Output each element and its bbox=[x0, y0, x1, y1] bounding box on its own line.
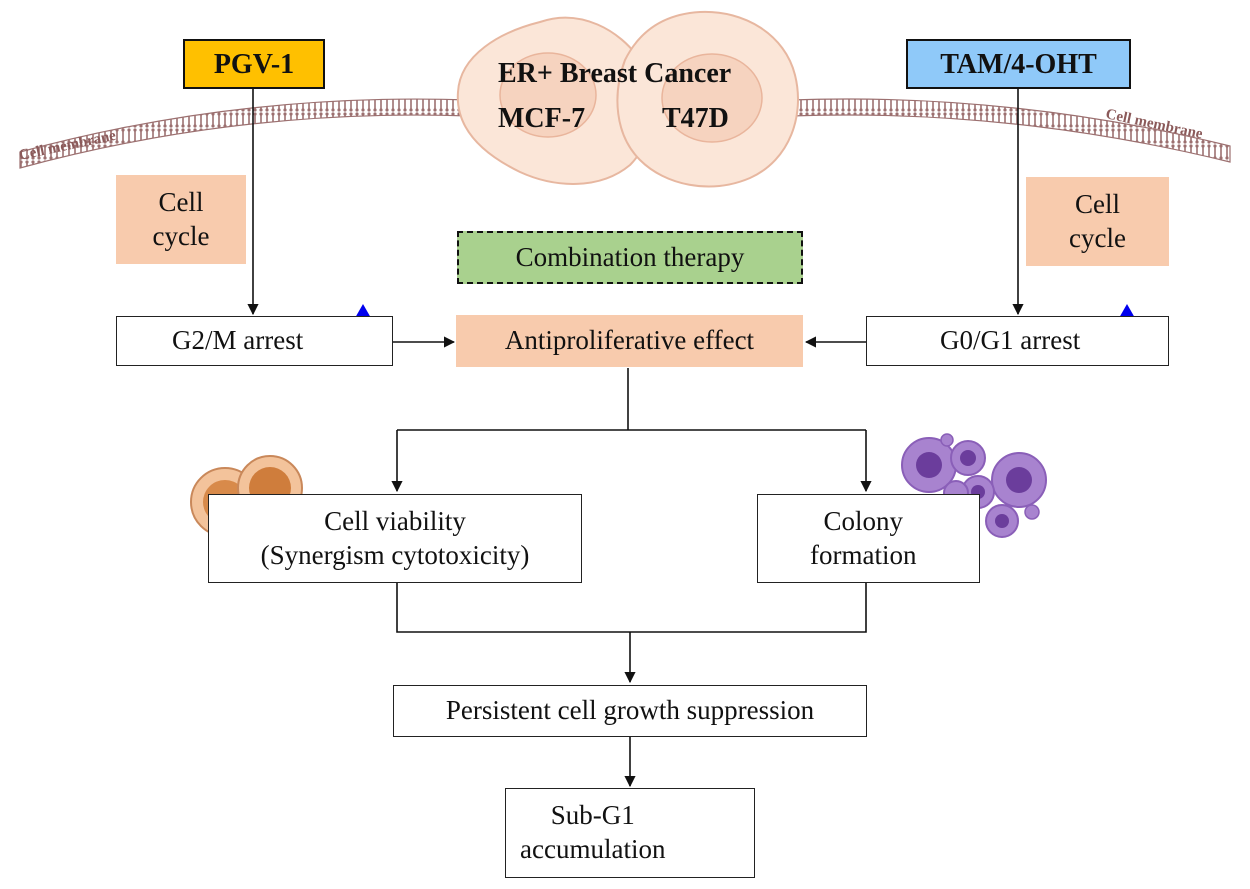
cell-line-t47d: T47D bbox=[662, 103, 729, 134]
cell-cycle-right: Cell cycle bbox=[1026, 177, 1169, 266]
tam-label: TAM/4-OHT bbox=[940, 48, 1097, 80]
cancer-title: ER+ Breast Cancer bbox=[498, 58, 732, 89]
g2m-arrest-box: G2/M arrest bbox=[116, 316, 393, 366]
tam-box: TAM/4-OHT bbox=[906, 39, 1131, 89]
g2m-arrest-label: G2/M arrest bbox=[172, 325, 304, 356]
nucleus-t47d bbox=[661, 53, 763, 143]
purple-cells-illustration bbox=[901, 433, 1047, 538]
antiproliferative-box: Antiproliferative effect bbox=[456, 315, 803, 367]
subg1-box: Sub-G1 accumulation bbox=[505, 788, 755, 878]
cell-line-mcf7: MCF-7 bbox=[498, 103, 586, 134]
breast-cancer-cells-illustration bbox=[456, 10, 799, 188]
nucleus-mcf7 bbox=[499, 52, 597, 138]
cell-cycle-left: Cell cycle bbox=[116, 175, 246, 264]
combination-therapy-box: Combination therapy bbox=[457, 231, 803, 284]
pgv1-label: PGV-1 bbox=[213, 48, 295, 80]
g0g1-arrest-box: G0/G1 arrest bbox=[866, 316, 1169, 366]
cell-membrane-right bbox=[789, 98, 1231, 163]
pgv1-box: PGV-1 bbox=[183, 39, 325, 89]
cell-membrane-label-left: Cell membrane bbox=[18, 128, 118, 164]
growth-suppression-box: Persistent cell growth suppression bbox=[393, 685, 867, 737]
cell-viability-box: Cell viability (Synergism cytotoxicity) bbox=[208, 494, 582, 583]
merge-lines bbox=[396, 583, 867, 633]
colony-formation-box: Colony formation bbox=[757, 494, 980, 583]
g0g1-arrest-label: G0/G1 arrest bbox=[940, 325, 1081, 356]
